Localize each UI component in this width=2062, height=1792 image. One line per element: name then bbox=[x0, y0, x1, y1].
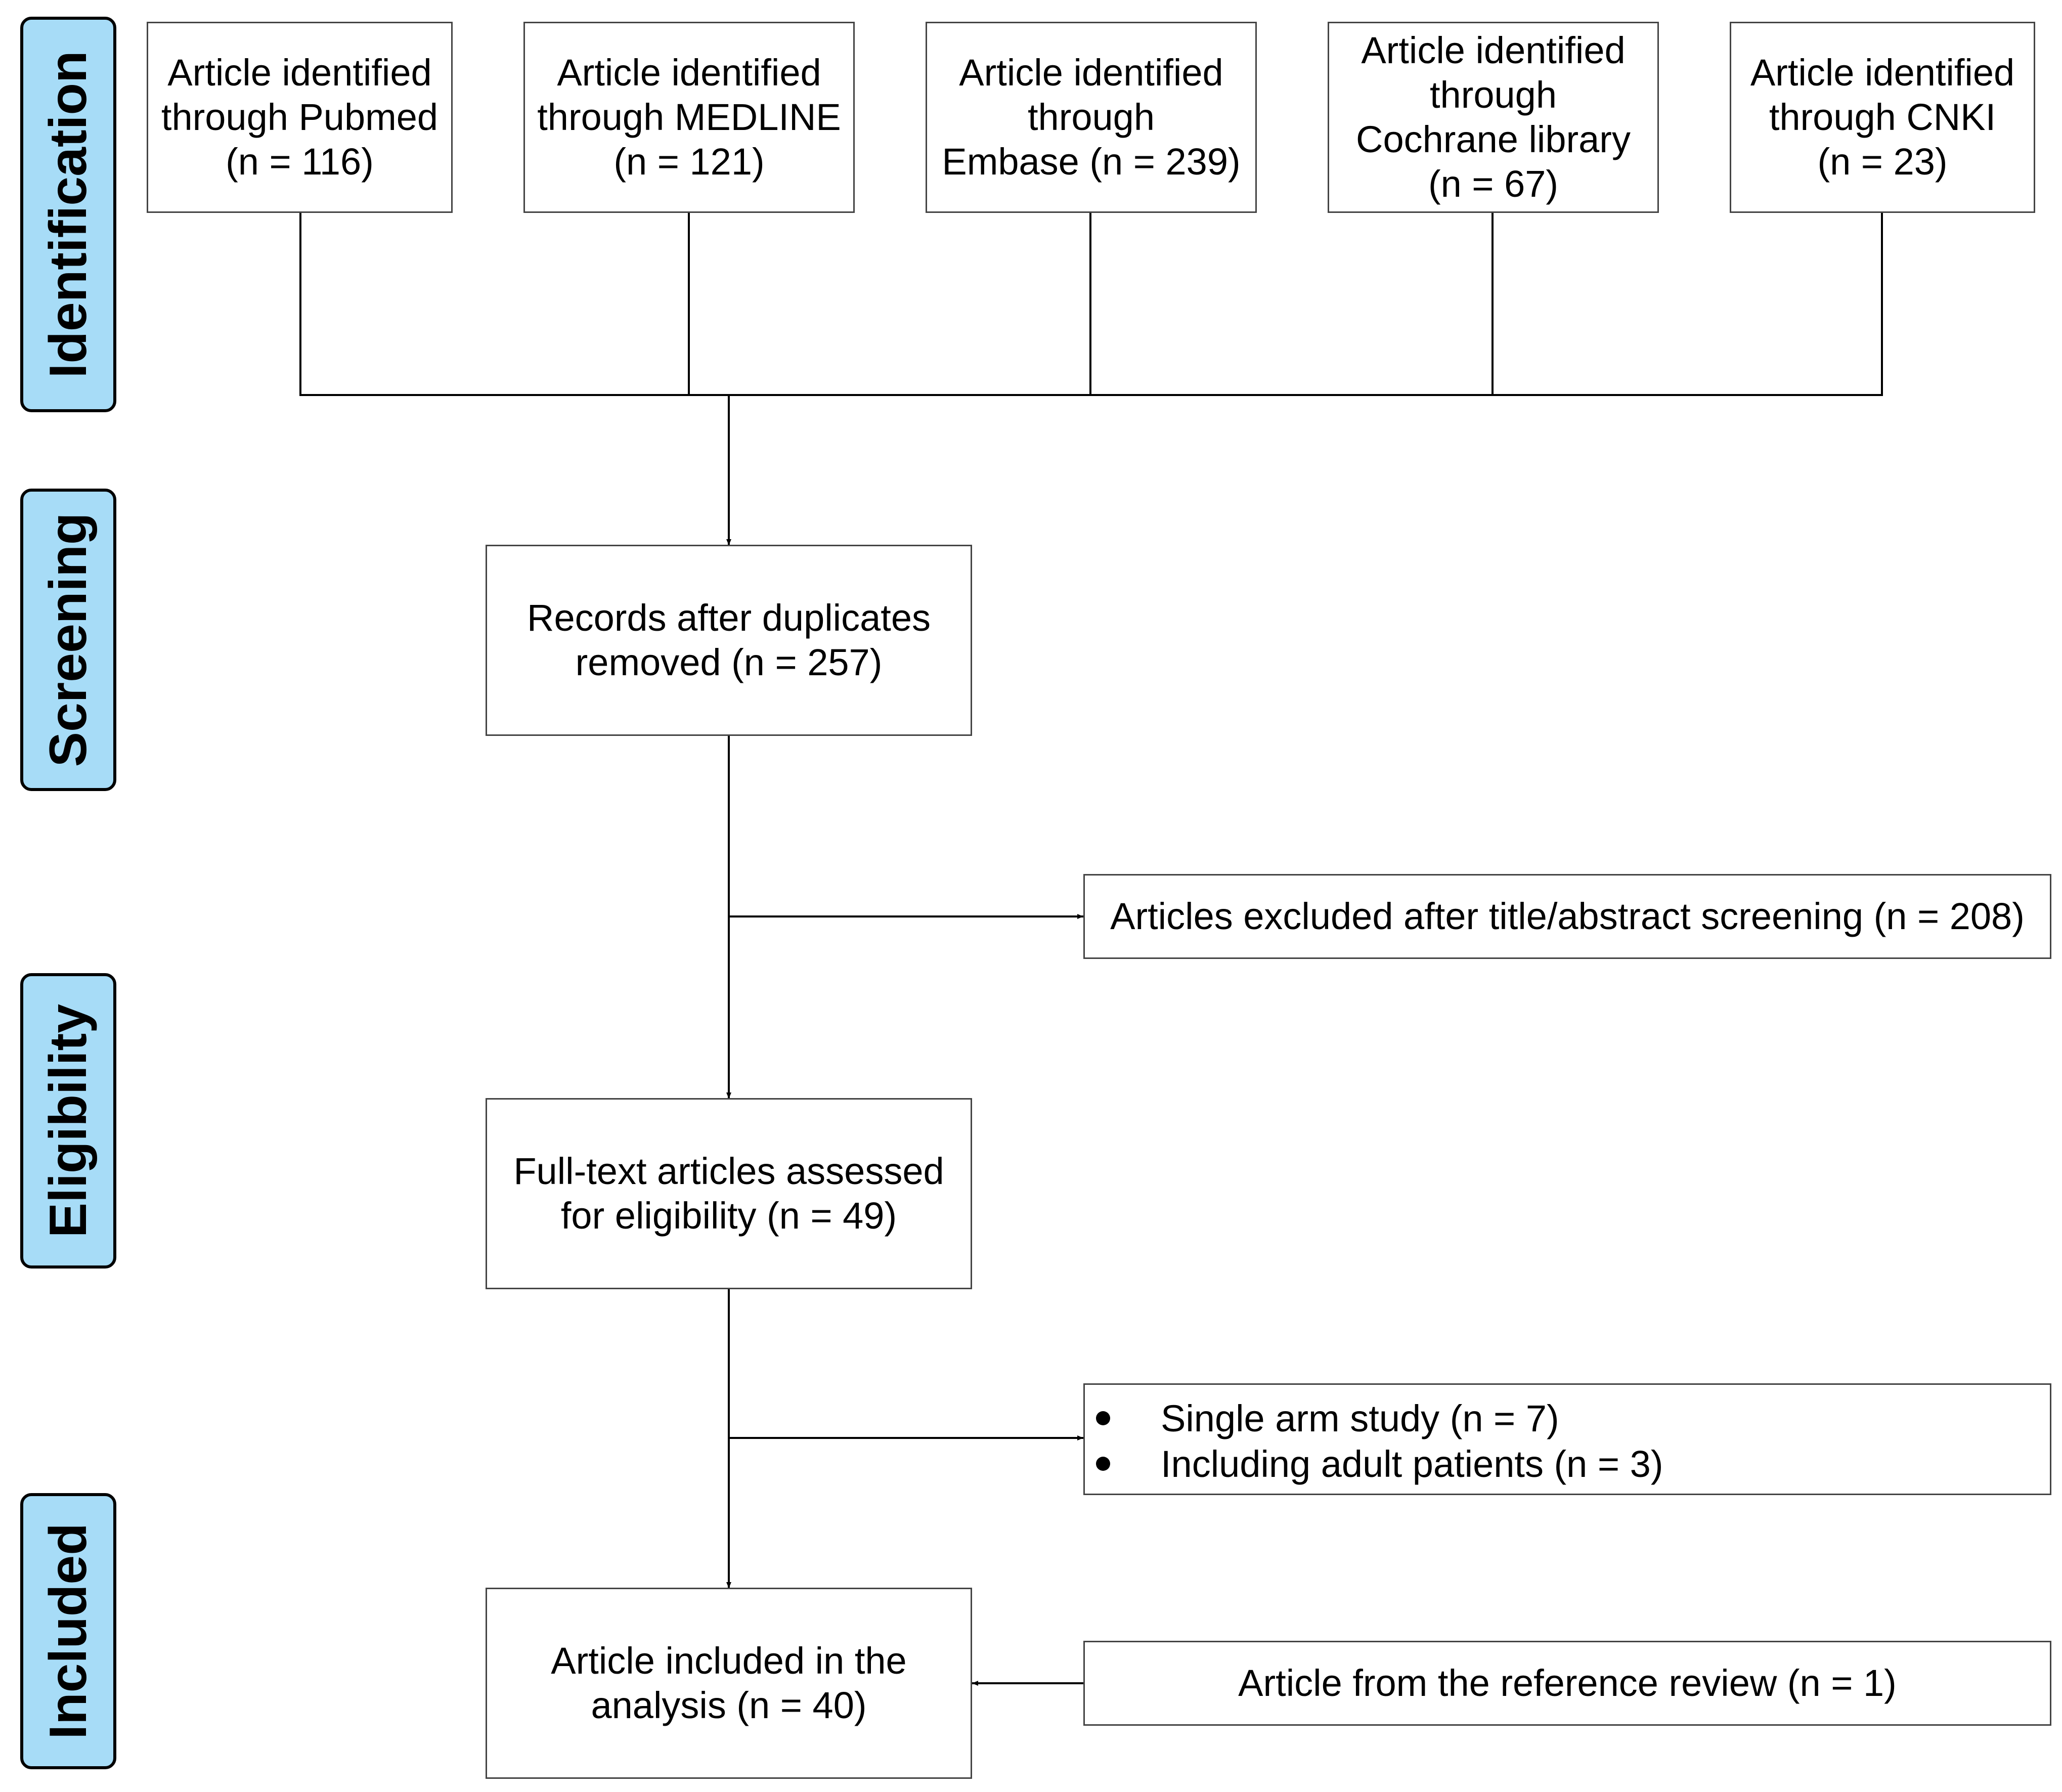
excluded-reason-2: Including adult patients (n = 3) bbox=[1161, 1443, 1663, 1485]
stage-identification: Identification bbox=[20, 17, 116, 412]
excluded-title-text: Articles excluded after title/abstract s… bbox=[1110, 895, 2025, 937]
stage-included: Included bbox=[20, 1493, 116, 1769]
source-box-embase: Article identified through Embase (n = 2… bbox=[926, 22, 1257, 213]
fulltext-text: Full-text articles assessed for eligibil… bbox=[513, 1150, 944, 1237]
records-text: Records after duplicates removed (n = 25… bbox=[527, 597, 931, 683]
source-box-cnki: Article identified through CNKI (n = 23) bbox=[1730, 22, 2035, 213]
source-box-pubmed: Article identified through Pubmed (n = 1… bbox=[147, 22, 453, 213]
source-box-cochrane: Article identified through Cochrane libr… bbox=[1328, 22, 1659, 213]
bullet-icon bbox=[1096, 1457, 1110, 1471]
source-cochrane-text: Article identified through Cochrane libr… bbox=[1356, 29, 1631, 205]
source-embase-text: Article identified through Embase (n = 2… bbox=[942, 52, 1241, 183]
list-item: Single arm study (n = 7) bbox=[1085, 1396, 2050, 1441]
stage-screening: Screening bbox=[20, 489, 116, 791]
source-medline-text: Article identified through MEDLINE (n = … bbox=[537, 52, 841, 183]
records-box: Records after duplicates removed (n = 25… bbox=[486, 545, 972, 736]
reference-box: Article from the reference review (n = 1… bbox=[1083, 1641, 2051, 1726]
excluded-reason-1: Single arm study (n = 7) bbox=[1161, 1397, 1559, 1439]
source-cnki-text: Article identified through CNKI (n = 23) bbox=[1750, 52, 2015, 183]
list-item: Including adult patients (n = 3) bbox=[1085, 1441, 2050, 1487]
reference-text: Article from the reference review (n = 1… bbox=[1238, 1662, 1897, 1704]
stage-eligibility: Eligibility bbox=[20, 973, 116, 1269]
excluded-fulltext-box: Single arm study (n = 7) Including adult… bbox=[1083, 1383, 2051, 1495]
source-box-medline: Article identified through MEDLINE (n = … bbox=[523, 22, 855, 213]
source-pubmed-text: Article identified through Pubmed (n = 1… bbox=[161, 52, 438, 183]
excluded-title-box: Articles excluded after title/abstract s… bbox=[1083, 874, 2051, 959]
included-box: Article included in the analysis (n = 40… bbox=[486, 1588, 972, 1779]
included-text: Article included in the analysis (n = 40… bbox=[551, 1640, 907, 1726]
fulltext-box: Full-text articles assessed for eligibil… bbox=[486, 1098, 972, 1289]
bullet-icon bbox=[1096, 1411, 1110, 1425]
